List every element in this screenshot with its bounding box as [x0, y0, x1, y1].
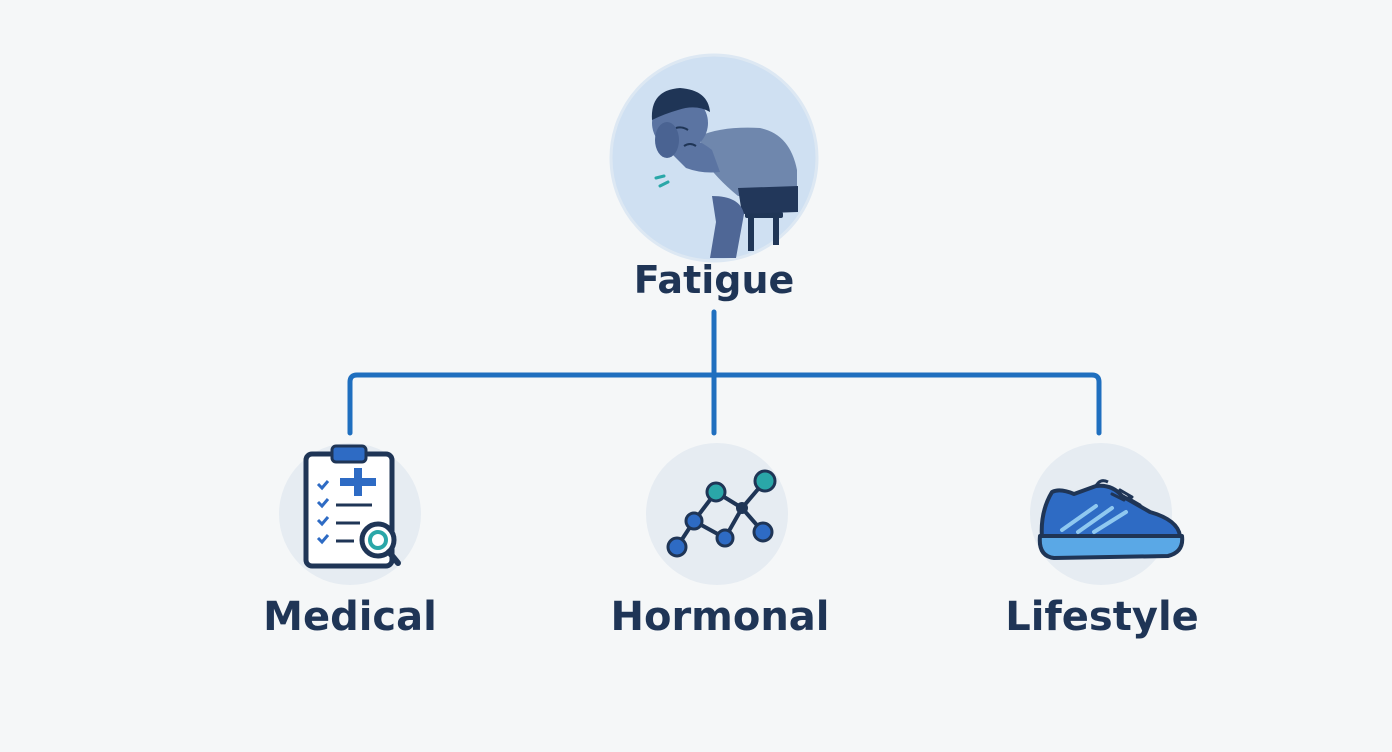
branch-node-lifestyle — [1030, 443, 1185, 585]
root-label: Fatigue — [633, 258, 795, 302]
connector-lines — [347, 309, 1102, 436]
sneaker-icon — [1037, 479, 1185, 560]
branch-node-hormonal — [646, 443, 788, 585]
branch-label-lifestyle: Lifestyle — [1005, 594, 1199, 640]
branch-node-medical — [279, 443, 421, 585]
hormonal-circle — [646, 443, 788, 585]
tired-person-icon — [651, 88, 798, 258]
medical-clipboard-icon — [303, 444, 401, 569]
branch-label-medical: Medical — [263, 594, 437, 640]
connector-bar — [347, 372, 1102, 436]
branch-label-hormonal: Hormonal — [610, 594, 830, 640]
root-node — [609, 53, 819, 263]
molecule-icon — [666, 469, 777, 558]
